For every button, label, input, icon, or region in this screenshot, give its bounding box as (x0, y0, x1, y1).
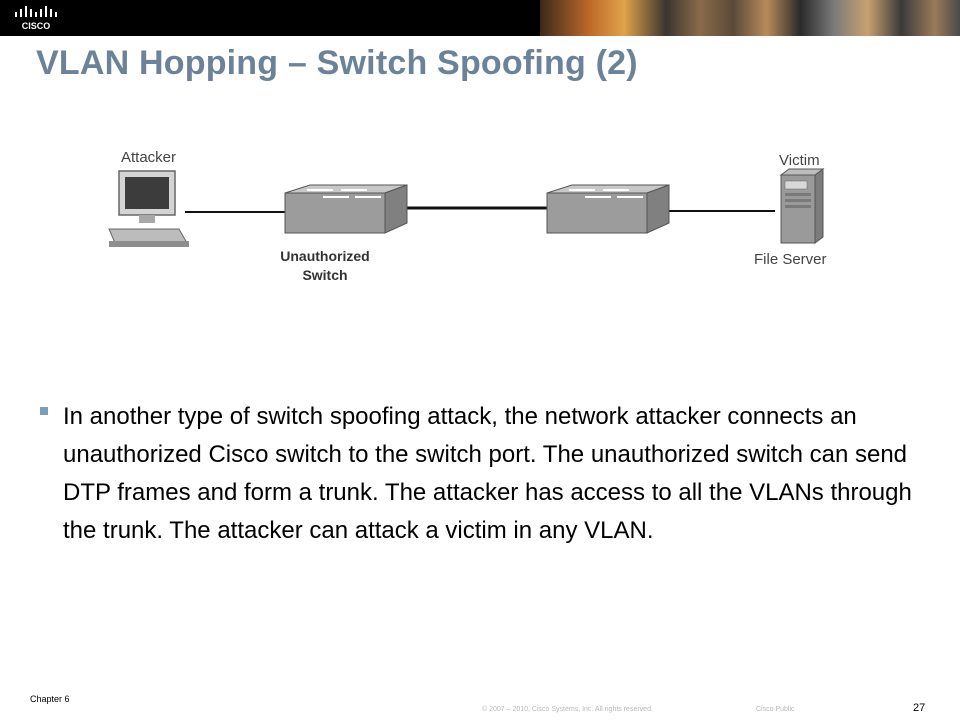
attacker-label: Attacker (121, 149, 177, 166)
page-number: 27 (913, 702, 926, 714)
slide-title: VLAN Hopping – Switch Spoofing (2) (36, 44, 638, 82)
victim-label: Victim (779, 152, 820, 169)
unauthorized-switch-icon (284, 184, 408, 234)
footer-chapter: Chapter 6 (30, 694, 70, 704)
unauthorized-switch-label-line2: Switch (302, 267, 348, 283)
header-bar: CISCO (0, 0, 960, 36)
logo-text: CISCO (22, 21, 51, 31)
footer-classification: Cisco Public (756, 706, 795, 713)
network-diagram: Attacker Victim File Server Unauthorized… (95, 135, 865, 305)
diagram-graphics (108, 168, 825, 247)
cisco-logo: CISCO (15, 6, 57, 31)
switch-icon (546, 184, 670, 234)
footer-copyright: © 2007 – 2010, Cisco Systems, Inc. All r… (482, 706, 653, 713)
file-server-icon (779, 168, 825, 244)
header-photo-strip (540, 0, 960, 36)
bullet-square-icon (40, 407, 48, 415)
bullet-text: In another type of switch spoofing attac… (63, 403, 912, 544)
attacker-pc-icon (108, 170, 189, 247)
file-server-label: File Server (754, 251, 827, 268)
unauthorized-switch-label: Unauthorized Switch (265, 247, 385, 285)
unauthorized-switch-label-line1: Unauthorized (280, 248, 370, 264)
